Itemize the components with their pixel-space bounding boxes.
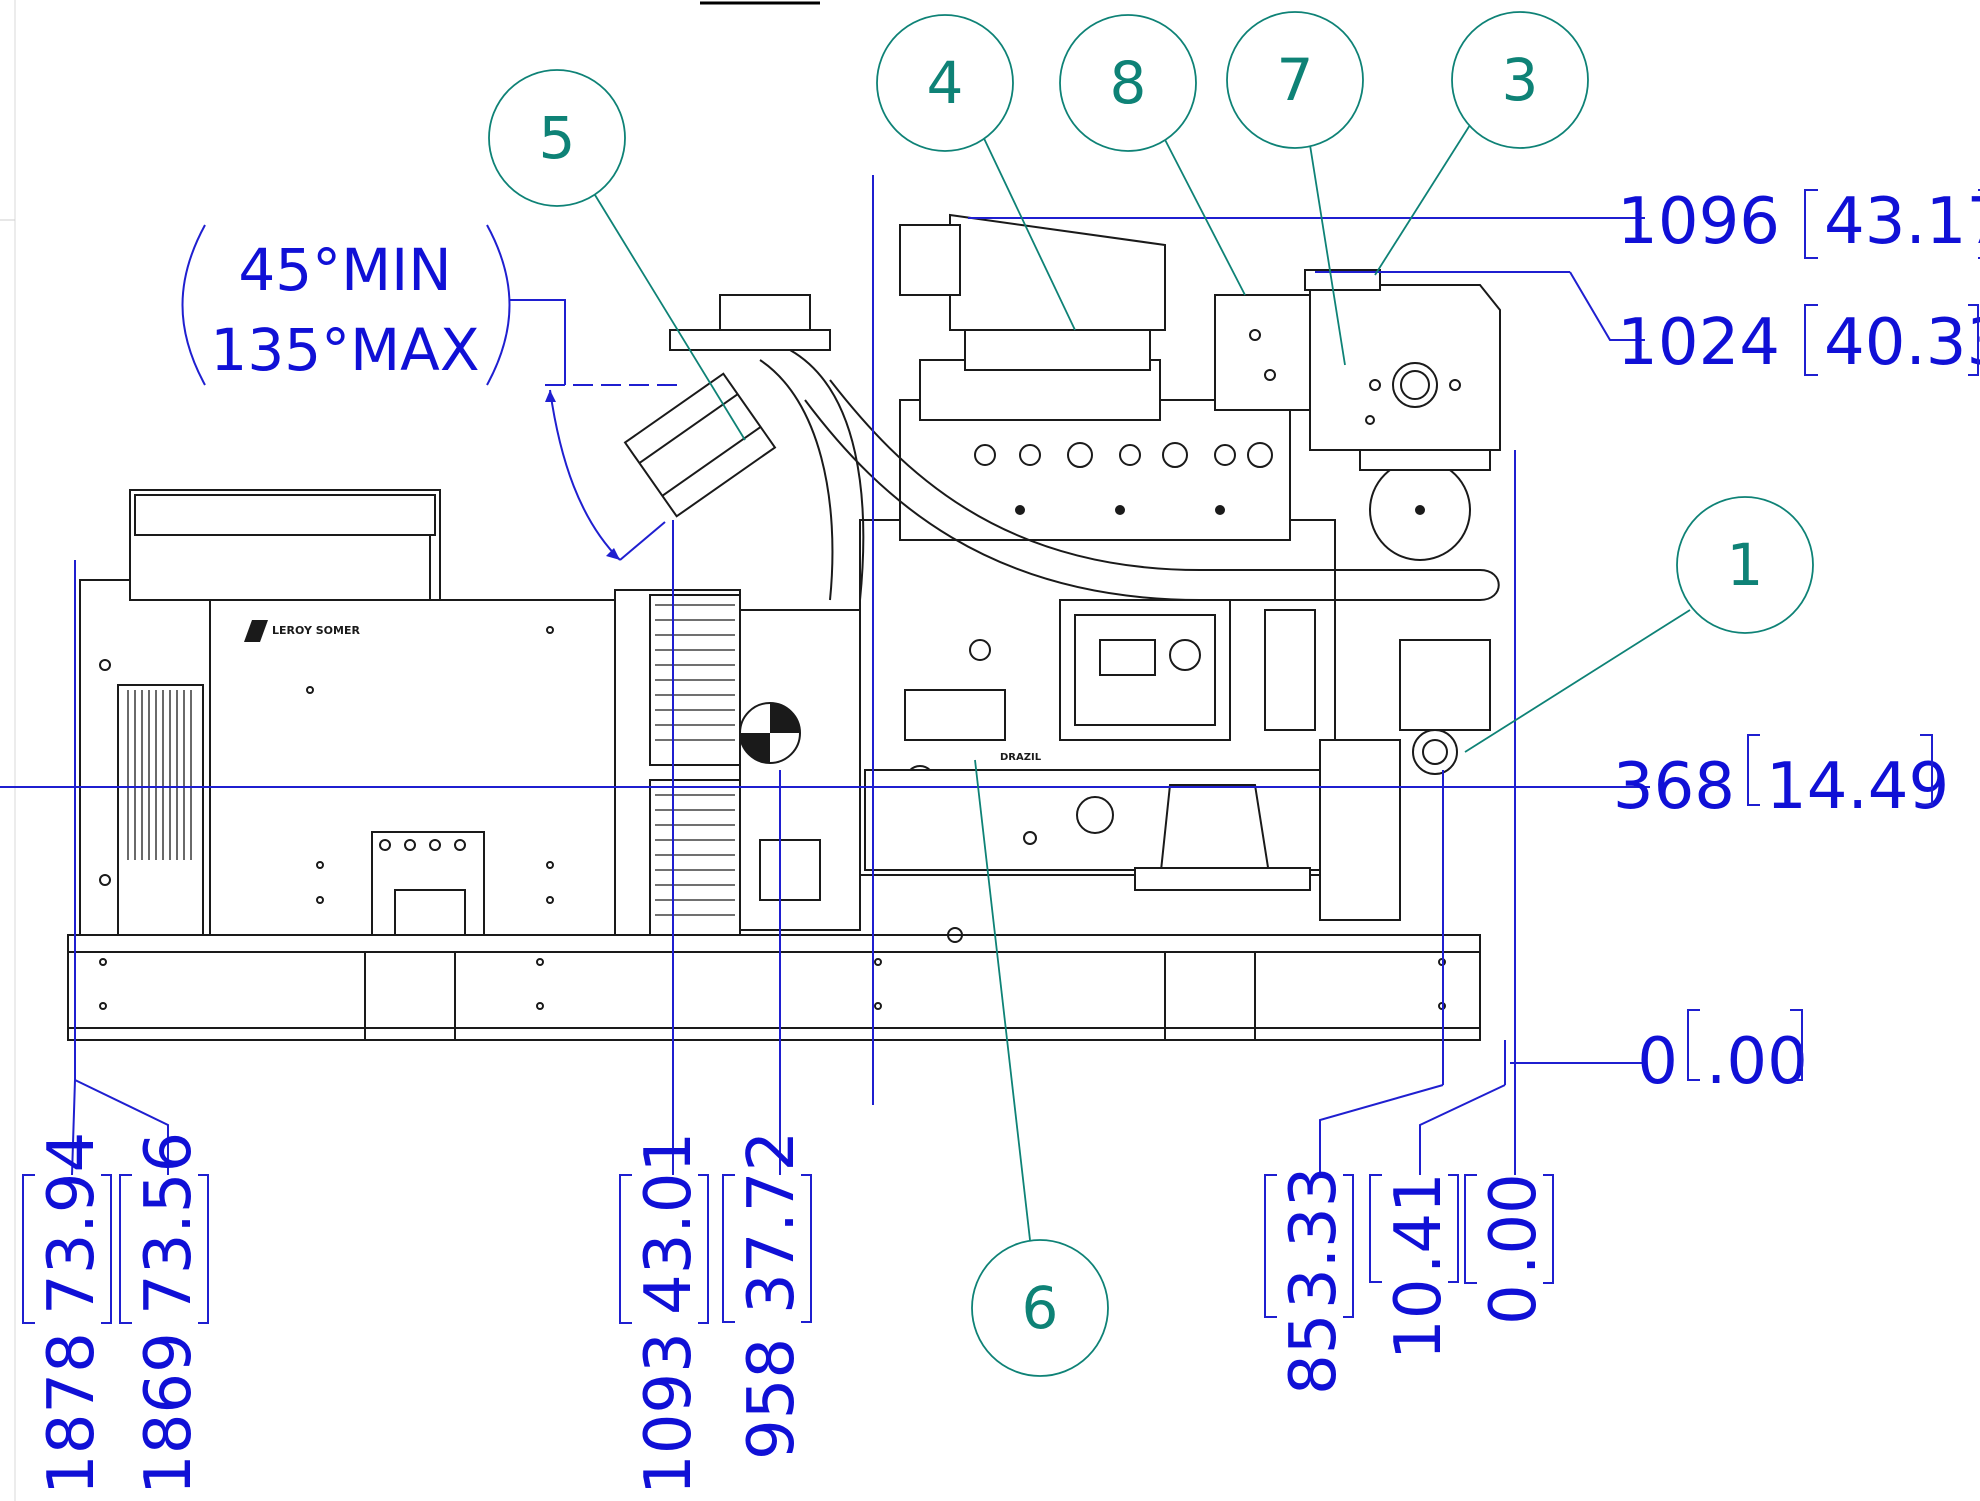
svg-text:73.56: 73.56 [132,1132,206,1315]
svg-text:1093: 1093 [632,1332,706,1495]
dim-1093: 1093 43.01 [619,1132,709,1495]
svg-text:85: 85 [1277,1314,1351,1395]
balloon-8 [1059,14,1197,152]
svg-text:0: 0 [1637,1025,1678,1099]
svg-text:14.49: 14.49 [1766,750,1949,824]
svg-text:73.94: 73.94 [35,1132,109,1315]
dim-1878: 1878 73.94 [22,1132,112,1495]
svg-text:4: 4 [927,49,964,117]
svg-text:DRAZIL: DRAZIL [1000,752,1042,763]
balloon-5 [488,69,626,207]
generator-set: LEROY SOMER [67,213,1501,1041]
svg-text:7: 7 [1277,46,1314,114]
height-dimensions: 1096 43.17 1024 40.33 368 14.49 0 .00 [1613,185,1980,1099]
svg-text:10: 10 [1382,1279,1456,1360]
svg-text:43.01: 43.01 [632,1132,706,1315]
dim-1869: 1869 73.56 [119,1132,209,1495]
alternator-logo: LEROY SOMER [244,620,360,642]
sheet-edge [0,0,820,1501]
svg-text:1878: 1878 [35,1332,109,1495]
svg-text:6: 6 [1022,1274,1059,1342]
svg-text:37.72: 37.72 [735,1131,809,1314]
radiator-core [614,589,861,936]
svg-text:43.17: 43.17 [1824,185,1980,259]
balloons: 4 8 7 3 5 1 6 [488,11,1814,1377]
angle-min: 45°MIN [238,236,451,304]
alternator: LEROY SOMER [79,489,616,936]
svg-text:.00: .00 [1477,1173,1551,1275]
svg-text:0: 0 [1477,1284,1551,1325]
svg-text:1024: 1024 [1617,306,1780,380]
svg-text:LEROY SOMER: LEROY SOMER [272,624,360,637]
angle-note: 45°MIN 135°MAX [181,224,511,386]
svg-text:5: 5 [539,104,576,172]
balloon-4 [876,14,1014,152]
engine-block: DRAZIL [859,213,1336,943]
svg-text:1869: 1869 [132,1332,206,1495]
dim-368: 368 14.49 [1613,734,1949,824]
svg-text:3: 3 [1502,46,1539,114]
engine-front-cover [1214,269,1501,921]
center-of-gravity-symbol [739,702,801,764]
svg-text:40.33: 40.33 [1824,306,1980,380]
svg-text:368: 368 [1613,750,1735,824]
svg-text:1: 1 [1727,531,1764,599]
skid-base [67,934,1481,1041]
svg-text:.00: .00 [1706,1025,1808,1099]
exhaust-outlet [623,372,777,518]
dim-1096: 1096 43.17 [1617,185,1980,259]
angle-max: 135°MAX [210,316,479,384]
svg-text:1096: 1096 [1617,185,1780,259]
balloon-7 [1226,11,1364,149]
centerlines [0,175,1650,1176]
exhaust-system [623,224,1500,601]
balloon-6 [971,1239,1109,1377]
balloon-1 [1676,496,1814,634]
dim-958: 958 37.72 [722,1131,812,1460]
length-dimensions: 1878 73.94 1869 73.56 1093 43.01 958 37.… [22,1131,1554,1495]
dim-1024: 1024 40.33 [1617,304,1980,380]
dim-0: 0 .00 [1637,1009,1808,1099]
svg-text:958: 958 [735,1338,809,1460]
balloon-3 [1451,11,1589,149]
dim-0-length: 0 .00 [1464,1173,1554,1325]
svg-text:8: 8 [1110,49,1147,117]
dim-10: 10 .41 [1369,1172,1459,1360]
svg-text:3.33: 3.33 [1277,1167,1351,1310]
svg-text:.41: .41 [1382,1172,1456,1274]
dim-85: 85 3.33 [1264,1167,1354,1395]
